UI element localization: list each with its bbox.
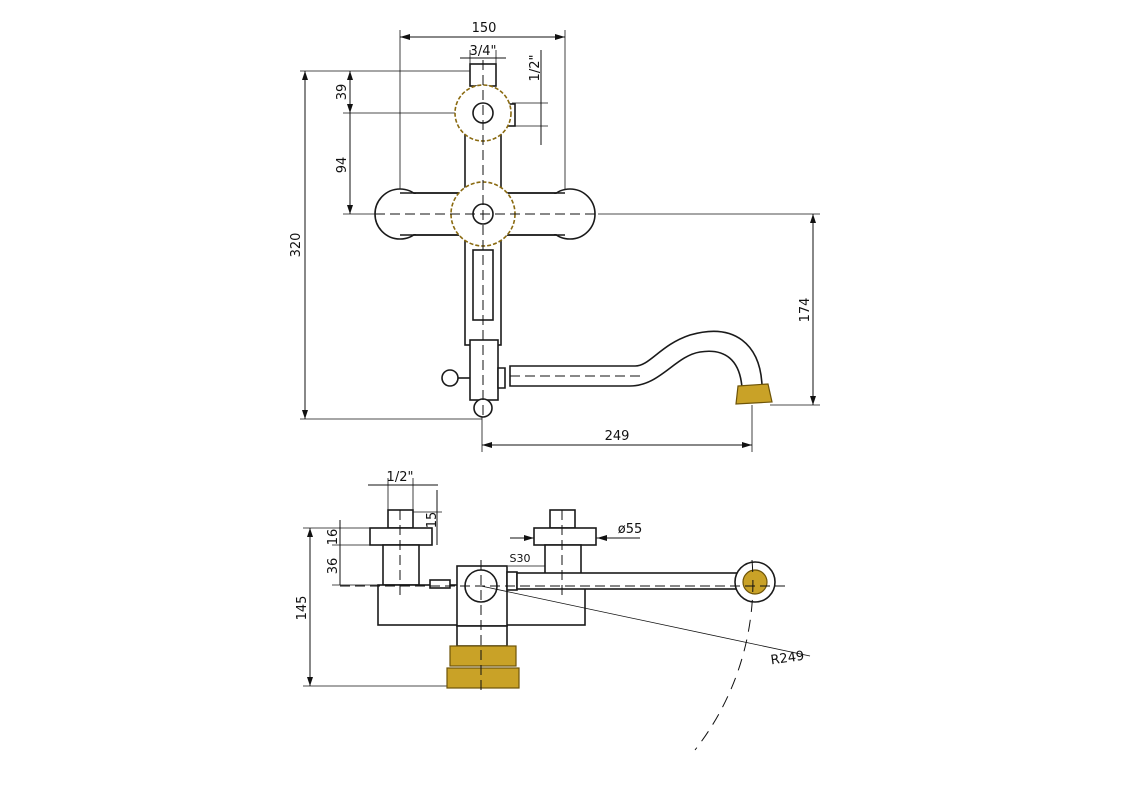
faucet-front-body [374,63,773,418]
dim-36-label: 36 [326,558,341,575]
right-escutcheon [533,527,597,546]
dim-spout-drop-label: 174 [798,298,813,323]
dim-top-label: 39 [335,84,350,101]
dim-height-320: 320 [289,70,482,420]
dim-radius-label: R249 [770,649,806,669]
dim-spout-drop-174: 174 [598,213,820,406]
top-spout-nut [506,571,518,591]
dim-stack-39-94: 39 94 [335,70,470,215]
faucet-top-body [369,509,776,689]
dim-thread-label: 1/2" [387,470,414,485]
dim-mid-label: 94 [335,157,350,174]
handle-knurl-1 [449,645,517,667]
handle-knurl-2 [446,667,520,689]
diverter-knob-left [441,369,459,387]
dim-16-label: 16 [326,529,341,546]
diverter-body [469,339,499,401]
dim-outlet-thread-label: 1/2" [528,55,543,82]
top-view: 1/2" 15 16 36 145 [295,470,811,751]
dim-thread-top: 1/2" [368,470,438,512]
dim-depth-label: 145 [295,596,310,621]
swing-radius-arc [694,559,754,751]
front-centerlines [375,60,640,420]
left-escutcheon [369,527,433,546]
dim-width-150: 150 [399,21,566,195]
spout-end-aerator [742,569,768,595]
handle-stem [456,625,508,647]
dim-depth-145: 145 [295,527,450,687]
dim-width-label: 150 [472,21,497,36]
front-view: 150 3/4" 1/2" 39 94 [289,21,820,452]
side-knob [429,579,451,589]
dim-diameter-label: ø55 [618,522,643,537]
dim-15: 15 [413,490,442,545]
dim-16-36: 16 36 [326,520,388,586]
dim-outlet-thread: 1/2" [512,50,548,145]
dim-height-label: 320 [289,233,304,258]
dim-wrench-label: S30 [510,552,531,565]
left-eccentric [382,544,420,586]
dim-15-label: 15 [425,512,440,529]
dim-spout-reach-label: 249 [605,429,630,444]
spout-aerator [735,383,773,405]
dim-spout-reach-249: 249 [481,400,753,452]
top-spout-pipe [516,572,743,590]
dim-inlet-thread-label: 3/4" [470,44,497,59]
spout-nut [497,367,506,389]
spout-pipe [509,330,763,389]
top-centerlines: R249 [340,510,811,751]
radius-leader [480,585,811,657]
